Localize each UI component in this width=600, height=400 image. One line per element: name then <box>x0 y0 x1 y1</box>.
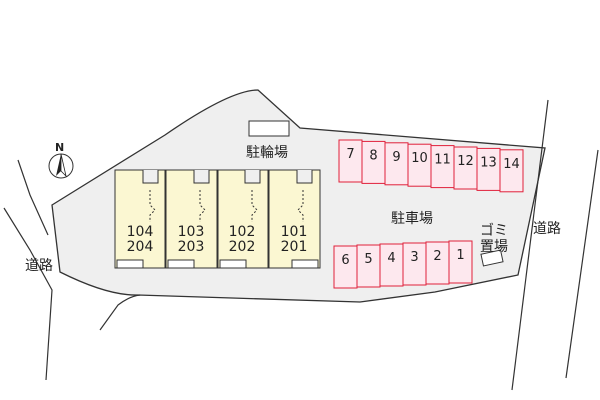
road-right-edge-2 <box>565 149 599 379</box>
bike-parking-label: 駐輪場 <box>246 145 288 161</box>
garbage-label-2: 置場 <box>480 239 508 255</box>
unit-label-top: 101 <box>280 224 308 240</box>
road-left-edge-2 <box>3 207 53 381</box>
parking-space <box>448 240 473 284</box>
road-right-edge-1 <box>511 99 549 391</box>
unit-label-bottom: 204 <box>126 239 154 255</box>
unit-label-top: 102 <box>228 224 256 240</box>
parking-space-number: 12 <box>457 154 474 169</box>
garbage-label-1: ゴミ <box>480 223 508 239</box>
parking-space-number: 14 <box>503 157 520 172</box>
unit-label-top: 103 <box>177 224 205 240</box>
parking-space-number: 7 <box>346 147 354 162</box>
parking-space-number: 11 <box>434 153 451 168</box>
parking-space-number: 6 <box>341 253 349 268</box>
parking-space <box>499 149 524 193</box>
parking-space-number: 8 <box>369 148 377 163</box>
bike-parking <box>248 120 290 137</box>
parking-space-number: 9 <box>392 150 400 165</box>
road-right-label: 道路 <box>533 221 561 237</box>
north-label: N <box>55 141 65 154</box>
car-parking-label: 駐車場 <box>391 211 433 227</box>
unit-label-bottom: 203 <box>177 239 205 255</box>
road-left-label: 道路 <box>25 258 53 274</box>
parking-space-number: 1 <box>456 248 464 263</box>
north-arrow <box>48 153 74 179</box>
parking-space-number: 2 <box>433 249 441 264</box>
parking-space-number: 13 <box>480 155 497 170</box>
road-bottom-edge <box>99 294 141 331</box>
unit-label-bottom: 202 <box>228 239 256 255</box>
parking-space-number: 4 <box>387 251 395 266</box>
parking-space-number: 10 <box>411 151 428 166</box>
parking-space-number: 5 <box>364 252 372 267</box>
parking-space-number: 3 <box>410 250 418 265</box>
road-left-edge-1 <box>17 159 49 236</box>
garbage-box <box>480 249 504 267</box>
building <box>114 169 321 269</box>
unit-label-top: 104 <box>126 224 154 240</box>
unit-label-bottom: 201 <box>280 239 308 255</box>
